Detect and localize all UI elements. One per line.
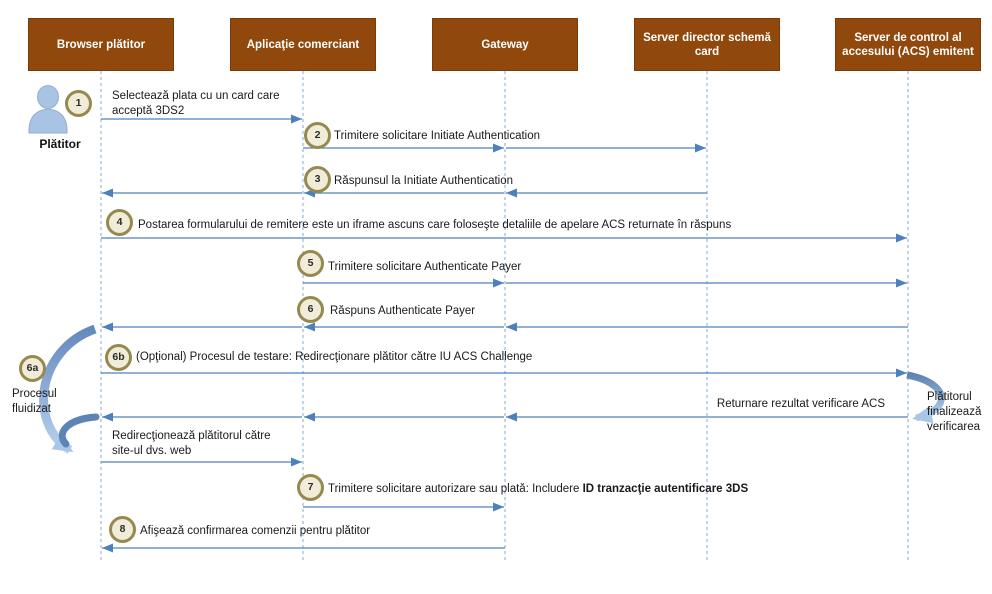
step-label-6: Răspuns Authenticate Payer	[330, 305, 476, 317]
lifeline-header-directory-server: Server director schemă card	[634, 18, 780, 71]
lifeline-header-browser: Browser plătitor	[28, 18, 174, 71]
step-circle-7: 7	[297, 474, 324, 501]
step-circle-5: 5	[297, 250, 324, 277]
step-circle-2: 2	[304, 122, 331, 149]
step-label-4: Postarea formularului de remitere este u…	[138, 219, 732, 231]
person-icon	[28, 85, 68, 134]
step-label-7: Trimitere solicitare autorizare sau plat…	[328, 482, 748, 497]
step-label-1: Selectează plata cu un card care acceptă…	[112, 90, 280, 117]
step-label-6a: Procesul fluidizat	[12, 388, 57, 415]
step-label-5: Trimitere solicitare Authenticate Payer	[328, 261, 522, 273]
verification-curve-right	[906, 371, 945, 424]
lifeline-header-merchant-app: Aplicaţie comerciant	[230, 18, 376, 71]
header-label: Browser plătitor	[56, 38, 146, 51]
streamlined-curve-left-small	[58, 413, 100, 448]
acs-result-label: Returnare rezultat verificare ACS	[716, 398, 885, 410]
step-label-3: Răspunsul la Initiate Authentication	[334, 175, 514, 187]
lifeline-header-acs: Server de control al accesului (ACS) emi…	[835, 18, 981, 71]
step-circle-1: 1	[65, 90, 92, 117]
header-label: Gateway	[481, 38, 529, 51]
lifeline-header-gateway: Gateway	[432, 18, 578, 71]
step-circle-6a: 6a	[19, 355, 46, 382]
step-circle-6b: 6b	[105, 344, 132, 371]
step-circle-3: 3	[304, 166, 331, 193]
header-label: Server director schemă card	[643, 31, 771, 58]
redirect-label: Redirecţionează plătitorul către site-ul…	[112, 430, 271, 457]
streamlined-curve-left	[39, 324, 97, 454]
payer-completes-label: Plătitorul finalizează verificarea	[927, 391, 982, 433]
step-label-7-bold: ID tranzacţie autentificare 3DS	[582, 483, 749, 495]
header-label: Aplicaţie comerciant	[246, 38, 360, 51]
step-circle-4: 4	[106, 209, 133, 236]
step-label-8: Afişează confirmarea comenzii pentru plă…	[140, 525, 371, 537]
payer-label: Plătitor	[39, 137, 81, 151]
step-label-7-normal: Trimitere solicitare autorizare sau plat…	[328, 483, 583, 495]
step-label-2: Trimitere solicitare Initiate Authentica…	[334, 130, 541, 142]
header-label: Server de control al accesului (ACS) emi…	[842, 31, 974, 58]
step-circle-6: 6	[297, 296, 324, 323]
step-label-6b: (Opţional) Procesul de testare: Redirecţ…	[136, 351, 533, 363]
step-circle-8: 8	[109, 516, 136, 543]
